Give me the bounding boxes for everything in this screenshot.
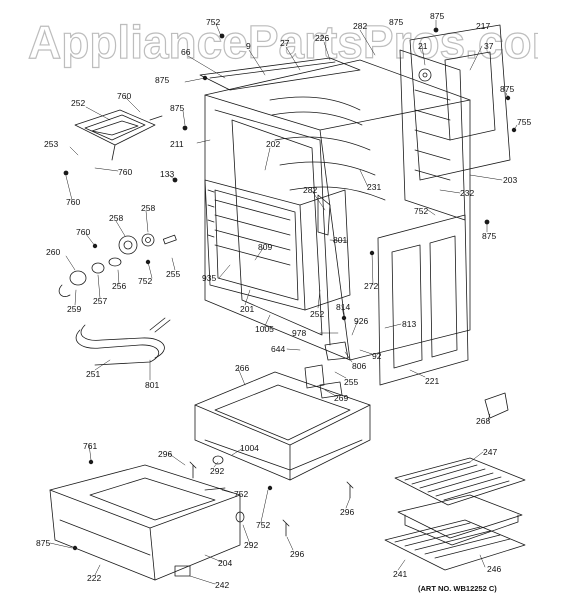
convection-fan-parts — [58, 233, 177, 297]
label-926: 926 — [354, 316, 369, 326]
label-246: 246 — [487, 564, 502, 574]
broil-pan — [397, 494, 523, 546]
label-252: 252 — [71, 98, 86, 108]
label-752: 752 — [138, 276, 153, 286]
label-27: 27 — [280, 38, 290, 48]
label-809: 809 — [258, 242, 273, 252]
broil-rack — [394, 457, 526, 506]
label-255: 255 — [344, 377, 359, 387]
leader-lines — [49, 19, 518, 585]
side-panel — [399, 49, 466, 221]
oven-door — [377, 214, 469, 386]
label-272: 272 — [364, 281, 379, 291]
label-282: 282 — [303, 185, 318, 195]
label-761: 761 — [83, 441, 98, 451]
label-204: 204 — [218, 558, 233, 568]
top-trim — [199, 57, 361, 91]
label-801: 801 — [145, 380, 160, 390]
label-875: 875 — [170, 103, 185, 113]
label-203: 203 — [503, 175, 518, 185]
label-21: 21 — [418, 41, 428, 51]
label-266: 266 — [235, 363, 250, 373]
rack-supports — [207, 189, 215, 238]
label-201: 201 — [240, 304, 255, 314]
label-242: 242 — [215, 580, 230, 590]
label-752: 752 — [234, 489, 249, 499]
label-222: 222 — [87, 573, 102, 583]
label-875: 875 — [500, 84, 515, 94]
label-255: 255 — [166, 269, 181, 279]
label-269: 269 — [334, 393, 349, 403]
label-801: 801 — [333, 235, 348, 245]
label-282: 282 — [353, 21, 368, 31]
label-875: 875 — [36, 538, 51, 548]
label-258: 258 — [141, 203, 156, 213]
label-221: 221 — [425, 376, 440, 386]
label-806: 806 — [352, 361, 367, 371]
drawer-cabinet — [194, 371, 371, 481]
watermark-logo: AppliancePartsPros.com — [28, 15, 538, 68]
label-755: 755 — [517, 117, 532, 127]
bake-element — [75, 317, 171, 366]
label-875: 875 — [482, 231, 497, 241]
label-247: 247 — [483, 447, 498, 457]
label-813: 813 — [402, 319, 417, 329]
label-231: 231 — [367, 182, 382, 192]
label-232: 232 — [460, 188, 475, 198]
label-260: 260 — [46, 247, 61, 257]
label-253: 253 — [44, 139, 59, 149]
label-752: 752 — [414, 206, 429, 216]
watermark-text: AppliancePartsPros.com — [28, 16, 538, 68]
label-211: 211 — [170, 139, 184, 149]
label-258: 258 — [109, 213, 124, 223]
label-292: 292 — [210, 466, 225, 476]
label-9: 9 — [246, 41, 251, 51]
label-37: 37 — [484, 41, 494, 51]
label-256: 256 — [112, 281, 127, 291]
broil-element — [74, 109, 163, 161]
label-875: 875 — [155, 75, 170, 85]
storage-drawer — [49, 464, 241, 581]
label-875: 875 — [389, 17, 404, 27]
label-644: 644 — [271, 344, 286, 354]
oven-cabinet — [204, 59, 471, 361]
label-978: 978 — [292, 328, 307, 338]
label-66: 66 — [181, 47, 191, 57]
art-number: (ART NO. WB12252 C) — [418, 584, 497, 593]
label-268: 268 — [476, 416, 491, 426]
small-brackets — [304, 194, 509, 419]
screws — [174, 455, 354, 577]
label-1005: 1005 — [255, 324, 274, 334]
label-259: 259 — [67, 304, 82, 314]
insulation-wrap — [269, 96, 386, 201]
label-257: 257 — [93, 296, 108, 306]
oven-rack — [384, 519, 526, 571]
label-226: 226 — [315, 33, 330, 43]
label-241: 241 — [393, 569, 408, 579]
oven-liner — [204, 179, 351, 311]
label-760: 760 — [117, 91, 132, 101]
label-252: 252 — [310, 309, 325, 319]
label-296: 296 — [158, 449, 173, 459]
label-760: 760 — [66, 197, 81, 207]
label-760: 760 — [76, 227, 91, 237]
label-202: 202 — [266, 139, 281, 149]
label-760: 760 — [118, 167, 133, 177]
label-875: 875 — [430, 11, 445, 21]
label-296: 296 — [340, 507, 355, 517]
label-292: 292 — [244, 540, 259, 550]
back-panel — [409, 24, 511, 181]
label-814: 814 — [336, 302, 351, 312]
label-935: 935 — [202, 273, 217, 283]
label-217: 217 — [476, 21, 491, 31]
label-752: 752 — [256, 520, 271, 530]
label-296: 296 — [290, 549, 305, 559]
label-251: 251 — [86, 369, 101, 379]
label-1004: 1004 — [240, 443, 259, 453]
label-133: 133 — [160, 169, 175, 179]
label-92: 92 — [372, 351, 382, 361]
label-752: 752 — [206, 17, 221, 27]
